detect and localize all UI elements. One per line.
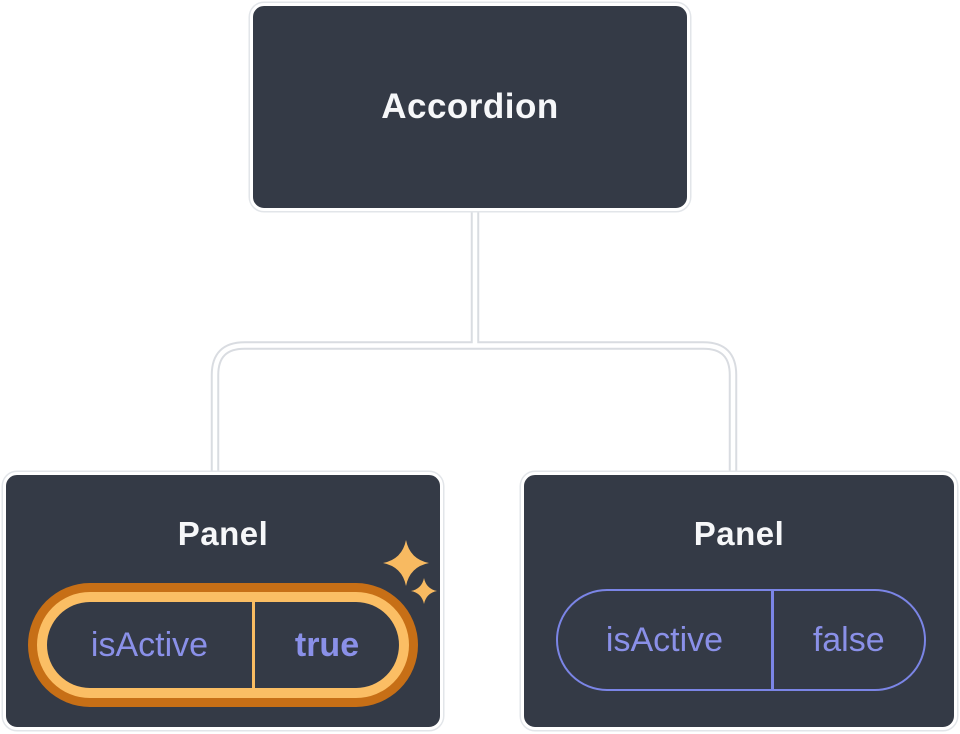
panel-title: Panel xyxy=(177,515,269,552)
child-node-panel-active: Panel isActive true xyxy=(3,472,443,730)
state-pill-highlight-ring: isActive true xyxy=(37,592,409,698)
state-pill-plain: isActive false xyxy=(556,589,926,691)
root-node-accordion: Accordion xyxy=(250,3,690,211)
pill-divider xyxy=(771,591,774,689)
prop-name-label: isActive xyxy=(605,620,724,659)
state-pill-highlighted: isActive true xyxy=(28,583,418,707)
prop-value-label: false xyxy=(812,620,885,659)
sparkle-icon xyxy=(383,540,437,604)
pill-divider xyxy=(252,602,255,688)
prop-name-label: isActive xyxy=(90,625,209,664)
prop-value-label: true xyxy=(294,625,360,664)
panel-title: Panel xyxy=(693,515,785,552)
state-pill-body: isActive true xyxy=(47,602,399,688)
root-node-label: Accordion xyxy=(381,87,559,126)
child-node-panel-inactive: Panel isActive false xyxy=(521,472,957,730)
